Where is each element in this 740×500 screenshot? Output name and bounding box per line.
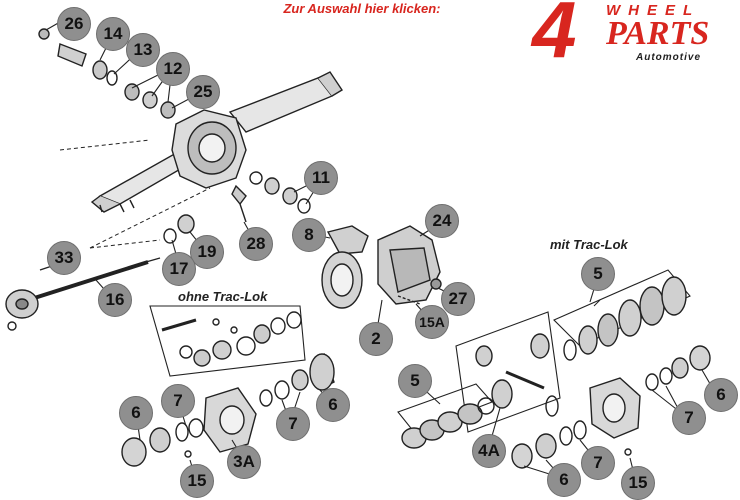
callout-part-7-b[interactable]: 7	[276, 407, 310, 441]
callout-part-28[interactable]: 28	[239, 227, 273, 261]
traclok-case	[589, 345, 711, 456]
callout-part-5-left[interactable]: 5	[398, 364, 432, 398]
logo-wheel-text: WHEEL	[606, 2, 701, 19]
callout-part-14[interactable]: 14	[96, 17, 130, 51]
pinion-yoke-group	[38, 28, 176, 119]
traclok-bearings-lower	[511, 420, 587, 469]
bearing-group-center	[163, 171, 311, 244]
differential-case-open	[121, 353, 335, 467]
callout-part-17[interactable]: 17	[162, 252, 196, 286]
callout-part-15-b[interactable]: 15	[621, 466, 655, 500]
callout-part-7-c[interactable]: 7	[581, 446, 615, 480]
callout-part-2[interactable]: 2	[359, 322, 393, 356]
callout-part-6-c[interactable]: 6	[547, 463, 581, 497]
clutch-pack-left	[397, 383, 495, 449]
callout-part-8[interactable]: 8	[292, 218, 326, 252]
callout-part-13[interactable]: 13	[126, 33, 160, 67]
callout-part-15A[interactable]: 15A	[415, 305, 449, 339]
callout-part-7-d[interactable]: 7	[672, 401, 706, 435]
ring-and-pinion	[321, 225, 369, 309]
callout-part-33[interactable]: 33	[47, 241, 81, 275]
callout-part-26[interactable]: 26	[57, 7, 91, 41]
callout-part-25[interactable]: 25	[186, 75, 220, 109]
callout-part-16[interactable]: 16	[98, 283, 132, 317]
assembly-guides	[59, 139, 211, 249]
callout-part-6-a[interactable]: 6	[119, 396, 153, 430]
with-traclok-label: mit Trac-Lok	[550, 237, 628, 252]
callout-part-6-d[interactable]: 6	[704, 378, 738, 412]
callout-part-11[interactable]: 11	[304, 161, 338, 195]
callout-part-4A[interactable]: 4A	[472, 434, 506, 468]
callout-part-19[interactable]: 19	[190, 235, 224, 269]
logo-parts-text: PARTS	[606, 15, 710, 52]
without-traclok-kit	[149, 305, 306, 377]
with-traclok-clutch-pack	[553, 269, 691, 361]
logo-automotive-text: Automotive	[636, 52, 701, 63]
logo-number: 4	[532, 0, 577, 74]
callout-part-15-a[interactable]: 15	[180, 464, 214, 498]
callout-part-12[interactable]: 12	[156, 52, 190, 86]
callout-part-5-right[interactable]: 5	[581, 257, 615, 291]
callout-part-27[interactable]: 27	[441, 282, 475, 316]
without-traclok-label: ohne Trac-Lok	[178, 289, 268, 304]
axle-housing	[90, 71, 343, 213]
axle-shaft	[5, 257, 161, 331]
callout-part-24[interactable]: 24	[425, 204, 459, 238]
traclok-side-gears	[455, 311, 561, 433]
selection-prompt-link[interactable]: Zur Auswahl hier klicken:	[283, 1, 441, 16]
callout-part-7-a[interactable]: 7	[161, 384, 195, 418]
differential-cover	[377, 225, 442, 305]
brand-logo[interactable]: 4 WHEEL PARTS Automotive	[528, 0, 740, 70]
callout-part-6-b[interactable]: 6	[316, 388, 350, 422]
callout-part-3A[interactable]: 3A	[227, 445, 261, 479]
